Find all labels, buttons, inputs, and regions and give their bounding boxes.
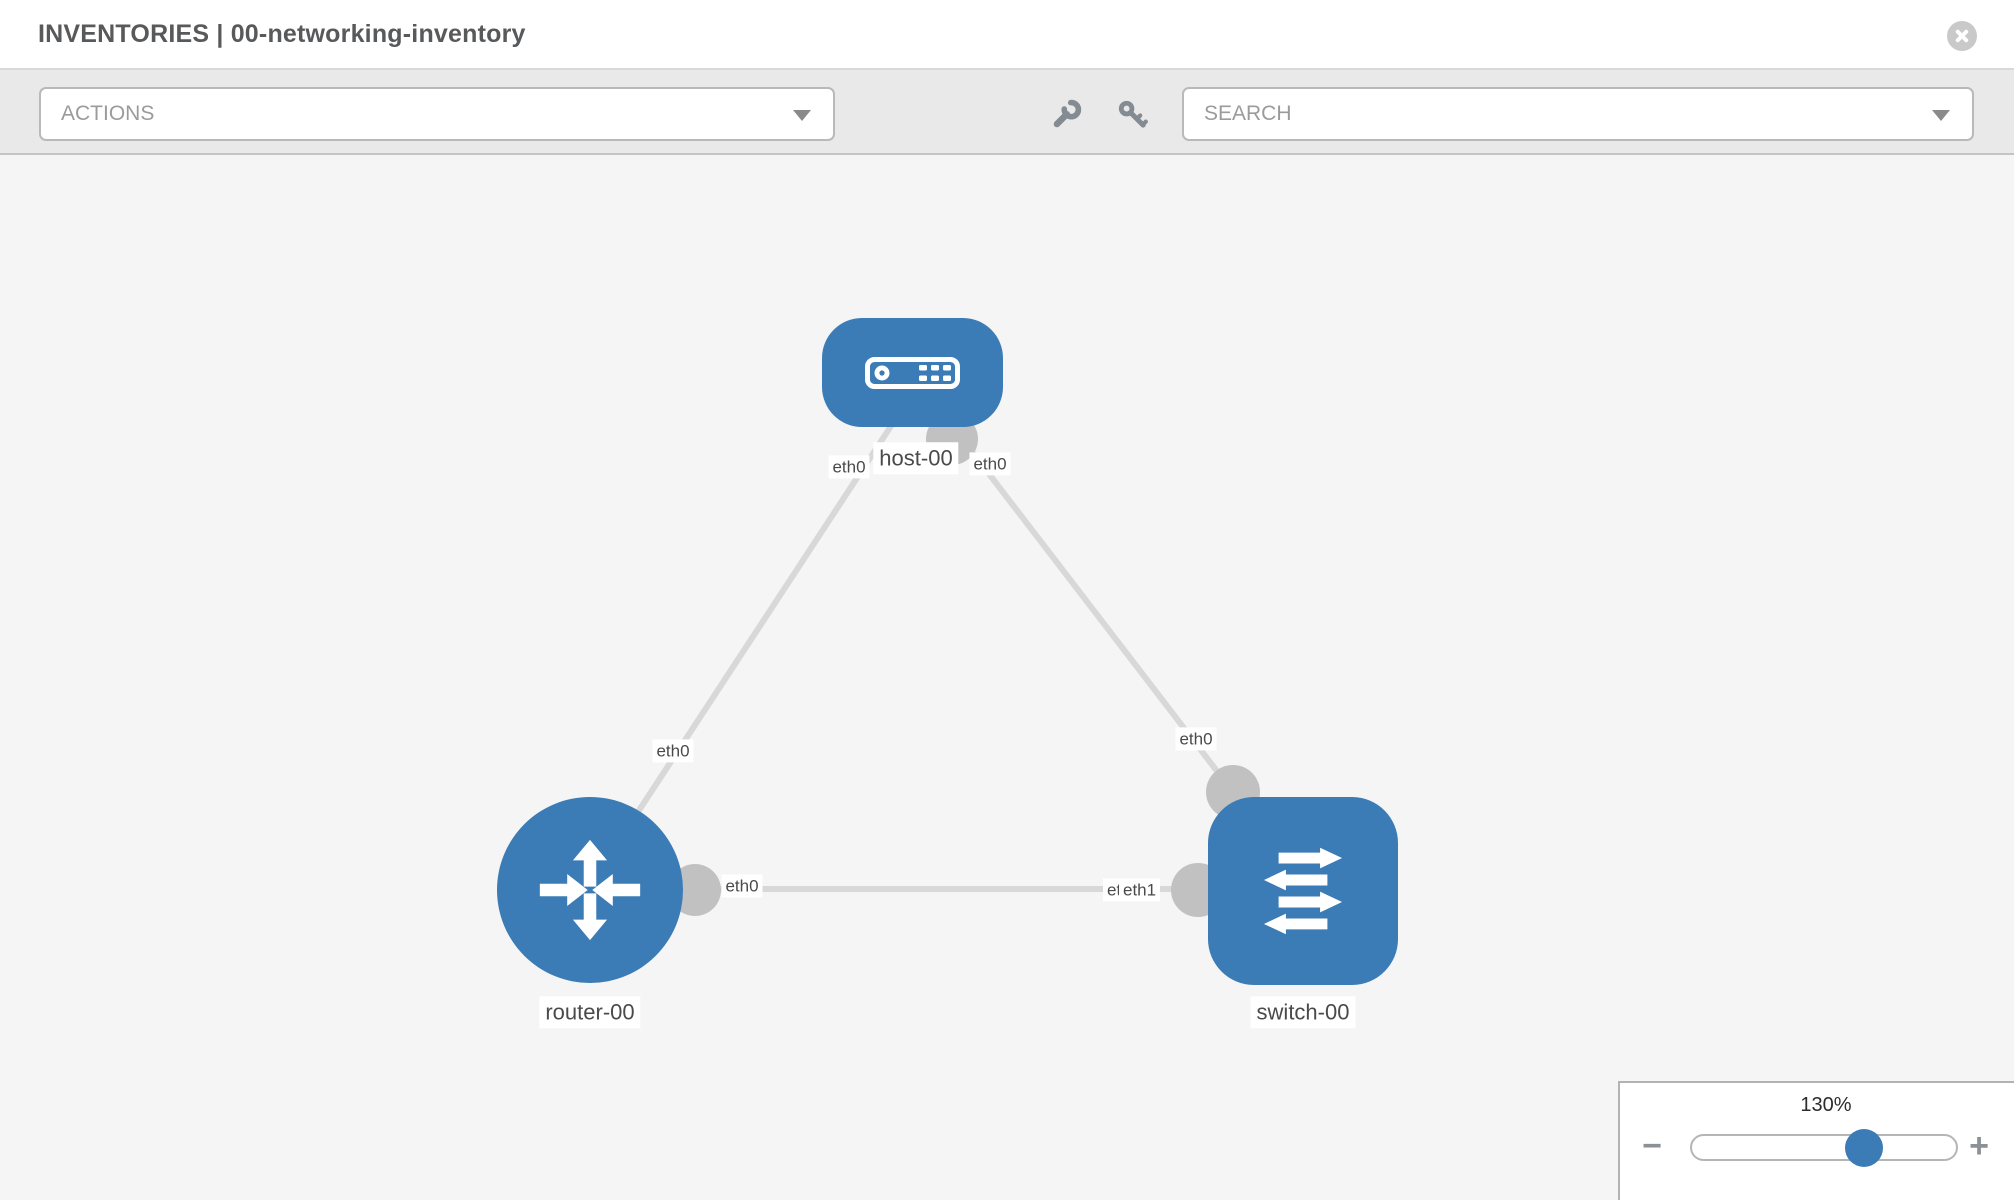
zoom-slider-track[interactable] xyxy=(1690,1134,1958,1161)
zoom-level: 130% xyxy=(1800,1094,1852,1116)
wrench-icon xyxy=(1053,99,1082,128)
node-label-router-00: router-00 xyxy=(539,996,641,1028)
search-dropdown-label: SEARCH xyxy=(1204,102,1292,125)
interface-label: eth0 xyxy=(969,452,1011,476)
close-button[interactable] xyxy=(1947,21,1977,51)
topology-links-layer xyxy=(633,413,1260,917)
interface-label: eth0 xyxy=(828,455,870,479)
configure-button[interactable] xyxy=(1048,97,1084,133)
close-icon xyxy=(1947,21,1977,51)
interface-label: eth0 xyxy=(721,874,763,898)
actions-dropdown-label: ACTIONS xyxy=(61,102,155,125)
header: INVENTORIES | 00-networking-inventory xyxy=(0,0,2014,70)
zoom-out-button[interactable]: − xyxy=(1642,1127,1662,1165)
interface-label: eth0 xyxy=(1175,727,1217,751)
node-switch-00[interactable] xyxy=(1208,797,1398,985)
switch-icon xyxy=(1263,847,1343,935)
toolbar: ACTIONS SEARCH xyxy=(0,70,2014,155)
interface-label: eth1 xyxy=(1119,878,1161,902)
node-host-00[interactable] xyxy=(822,318,1003,427)
host-icon xyxy=(865,356,960,389)
zoom-in-button[interactable]: + xyxy=(1969,1127,1989,1165)
search-dropdown[interactable]: SEARCH xyxy=(1182,87,1974,141)
node-router-00[interactable] xyxy=(497,797,683,983)
interface-label-overlapped: eth0 xyxy=(1103,878,1122,902)
topology-canvas[interactable]: eth0 eth0 eth0 eth0 eth0 eth0 eth1 host-… xyxy=(0,155,2014,1200)
credentials-button[interactable] xyxy=(1115,97,1151,133)
chevron-down-icon xyxy=(793,110,811,121)
zoom-slider-thumb[interactable] xyxy=(1845,1129,1883,1167)
zoom-panel: 130% − + xyxy=(1618,1081,2014,1200)
key-icon xyxy=(1118,100,1148,128)
chevron-down-icon xyxy=(1932,110,1950,121)
node-label-switch-00: switch-00 xyxy=(1250,996,1356,1028)
actions-dropdown[interactable]: ACTIONS xyxy=(39,87,835,141)
router-icon xyxy=(539,839,641,941)
interface-label: eth0 xyxy=(652,739,694,763)
node-label-host-00: host-00 xyxy=(873,442,959,474)
page-title: INVENTORIES | 00-networking-inventory xyxy=(38,20,526,48)
